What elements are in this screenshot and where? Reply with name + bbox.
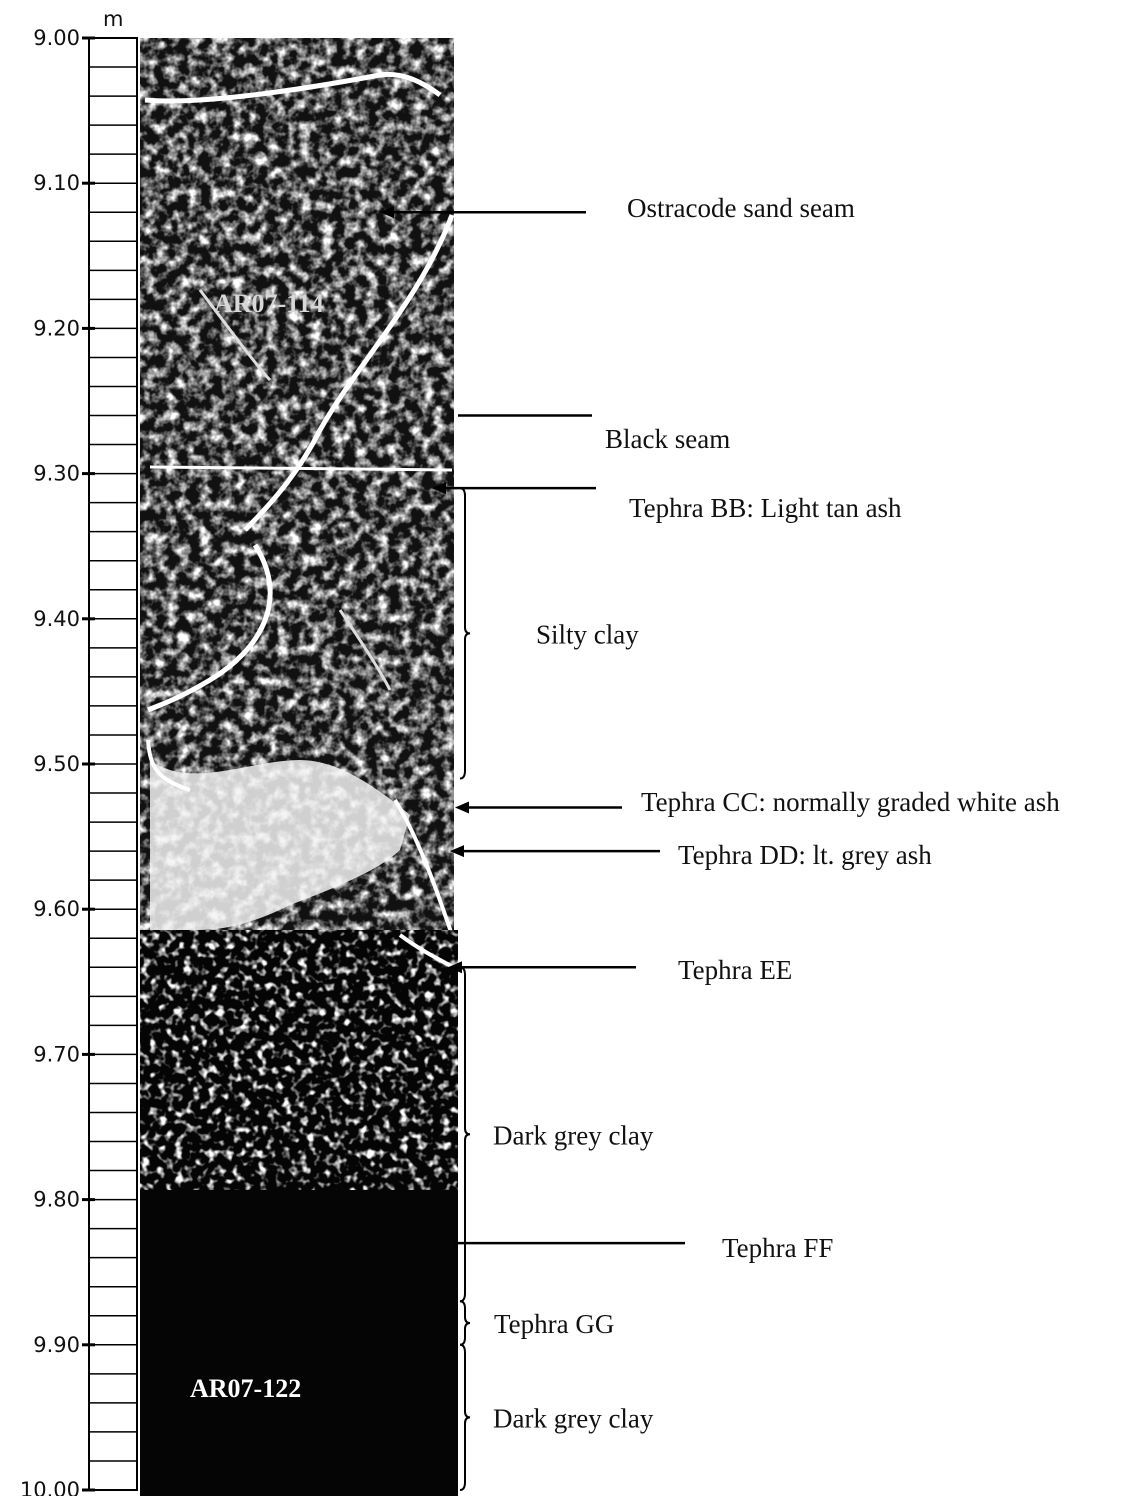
depth-label: 9.80 [33,1188,80,1212]
annotation-label: Dark grey clay [493,1403,654,1433]
annotation-tephra-gg: Tephra GG [459,1300,614,1346]
arrow-head [432,482,446,495]
annotation-label: Tephra EE [678,955,792,985]
annotation-black-seam: Black seam [458,414,730,454]
annotation-tephra-ee: Tephra EE [448,955,792,985]
annotation-label: Tephra GG [494,1309,614,1339]
arrow-head [450,845,464,858]
depth-label: 9.20 [33,316,80,340]
annotation-tephra-cc: Tephra CC: normally graded white ash [455,787,1060,817]
scale-unit-label: m [103,7,123,31]
annotation-label: Black seam [605,424,730,454]
core-label-lower: AR07-122 [190,1374,301,1403]
brace [459,966,471,1303]
upper-core-section [140,38,455,936]
annotation-label: Tephra FF [722,1233,833,1263]
depth-label: 9.90 [33,1333,80,1357]
depth-scale: 9.00 9.10 9.20 9.30 9.40 9.50 9.60 9.70 9.80 9.90… [20,26,138,1496]
annotation-label: Silty clay [536,619,639,649]
brace [459,1343,471,1491]
depth-label: 9.40 [33,607,80,631]
annotation-label: Dark grey clay [493,1120,654,1150]
arrow-head [455,801,469,814]
core-photo: AR07-114 AR07-122 [140,38,458,1496]
annotation-label: Tephra DD: lt. grey ash [678,840,932,870]
lower-core-section [140,930,458,1496]
depth-label: 9.00 [33,26,80,50]
arrow-head [448,961,462,974]
depth-label: 9.50 [33,752,80,776]
brace [459,1300,471,1346]
annotation-silty-clay: Silty clay [459,487,639,780]
annotation-dark-grey-clay-2: Dark grey clay [459,1343,654,1491]
annotation-tephra-bb: Tephra BB: Light tan ash [432,482,902,523]
annotation-label: Tephra BB: Light tan ash [629,493,902,523]
annotation-tephra-dd: Tephra DD: lt. grey ash [450,840,932,870]
annotation-ostracode-sand-seam: Ostracode sand seam [380,193,855,223]
depth-label: 9.30 [33,462,80,486]
depth-label: 10.00 [20,1478,80,1496]
depth-label: 9.60 [33,897,80,921]
core-label-upper: AR07-114 [214,289,324,318]
depth-label: 9.70 [33,1042,80,1066]
brace [459,487,471,780]
annotation-dark-grey-clay-1: Dark grey clay [459,966,654,1303]
depth-label: 9.10 [33,171,80,195]
arrow-head [380,206,394,219]
annotation-label: Ostracode sand seam [627,193,855,223]
annotation-tephra-ff: Tephra FF [455,1233,833,1263]
annotation-label: Tephra CC: normally graded white ash [641,787,1060,817]
